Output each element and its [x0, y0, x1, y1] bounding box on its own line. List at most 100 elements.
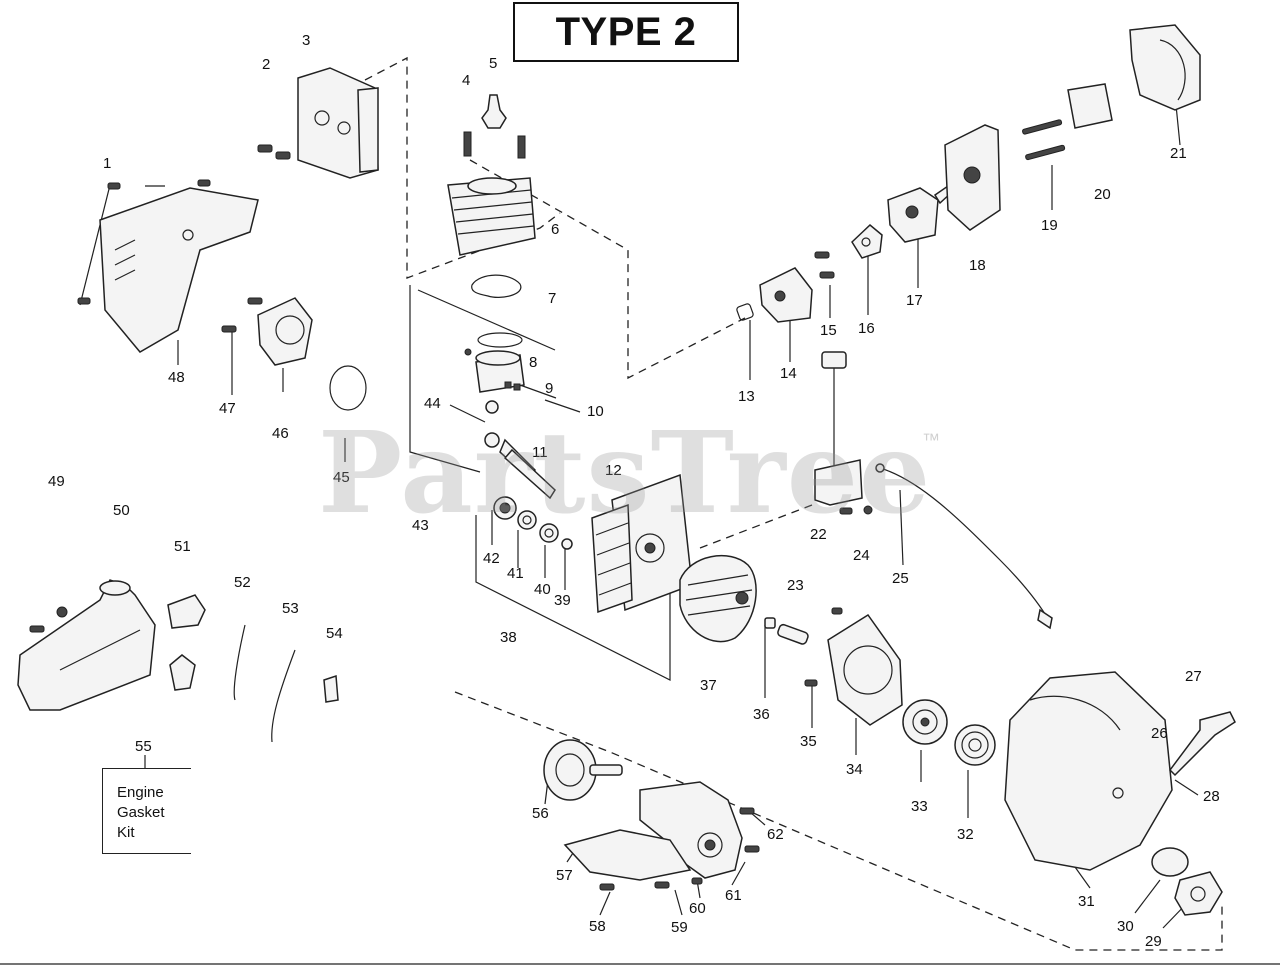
callout-35: 35 [800, 733, 817, 750]
leader-38 [475, 515, 671, 681]
assembly-guide-lines [364, 56, 1223, 951]
callout-24: 24 [853, 547, 870, 564]
callout-numbers: 1 2 3 4 5 6 7 8 9 10 11 12 13 14 15 16 1… [48, 32, 1220, 950]
callout-44: 44 [424, 395, 441, 412]
flywheel [679, 554, 757, 643]
callout-51: 51 [174, 538, 191, 555]
leader-1 [79, 184, 111, 306]
leader-61 [731, 861, 746, 886]
callout-12: 12 [605, 462, 622, 479]
callout-55: 55 [135, 738, 152, 755]
muffler-body [221, 297, 367, 411]
leader-59 [674, 889, 683, 916]
callout-52: 52 [234, 574, 251, 591]
callout-18: 18 [969, 257, 986, 274]
callout-62: 62 [767, 826, 784, 843]
guide-clutch-housing [454, 691, 1223, 951]
callout-59: 59 [671, 919, 688, 936]
piston-assembly [464, 332, 556, 500]
callout-9: 9 [545, 380, 553, 397]
callout-23: 23 [787, 577, 804, 594]
callout-22: 22 [810, 526, 827, 543]
callout-61: 61 [725, 887, 742, 904]
callout-3: 3 [302, 32, 310, 49]
callout-10: 10 [587, 403, 604, 420]
callout-37: 37 [700, 677, 717, 694]
callout-28: 28 [1203, 788, 1220, 805]
callout-33: 33 [911, 798, 928, 815]
callout-45: 45 [333, 469, 350, 486]
callout-2: 2 [262, 56, 270, 73]
kit-label-line-3: Kit [117, 824, 135, 841]
callout-13: 13 [738, 388, 755, 405]
callout-21: 21 [1170, 145, 1187, 162]
engine-gasket-kit-box: Engine Gasket Kit [102, 768, 191, 854]
callout-34: 34 [846, 761, 863, 778]
callout-19: 19 [1041, 217, 1058, 234]
callout-47: 47 [219, 400, 236, 417]
callout-39: 39 [554, 592, 571, 609]
callout-27: 27 [1185, 668, 1202, 685]
callout-4: 4 [462, 72, 470, 89]
callout-42: 42 [483, 550, 500, 567]
guide-muffler-cylinder [364, 56, 561, 279]
ignition-module [814, 351, 1053, 630]
callout-49: 49 [48, 473, 65, 490]
guide-cylinder-intake [469, 159, 746, 380]
callout-8: 8 [529, 354, 537, 371]
callout-56: 56 [532, 805, 549, 822]
callout-6: 6 [551, 221, 559, 238]
callout-5: 5 [489, 55, 497, 72]
callout-50: 50 [113, 502, 130, 519]
callout-26: 26 [1151, 725, 1168, 742]
cylinder [447, 94, 536, 298]
fuel-tank [17, 579, 339, 743]
leader-9 [519, 384, 557, 399]
callout-53: 53 [282, 600, 299, 617]
callout-1: 1 [103, 155, 111, 172]
callout-17: 17 [906, 292, 923, 309]
leader-43 [409, 285, 481, 473]
guide-ignition [699, 504, 813, 549]
callout-32: 32 [957, 826, 974, 843]
callout-57: 57 [556, 867, 573, 884]
callout-40: 40 [534, 581, 551, 598]
leader-8 [417, 289, 556, 351]
crankcase [591, 473, 693, 614]
leader-44 [449, 404, 486, 423]
callout-43: 43 [412, 517, 429, 534]
clutch-assembly [543, 739, 760, 891]
callout-38: 38 [500, 629, 517, 646]
callout-20: 20 [1094, 186, 1111, 203]
leader-28 [1174, 779, 1199, 796]
carburetor-assembly [736, 83, 1113, 323]
callout-58: 58 [589, 918, 606, 935]
callout-15: 15 [820, 322, 837, 339]
engine-shroud [77, 179, 259, 353]
callout-7: 7 [548, 290, 556, 307]
air-filter-cover [1129, 24, 1201, 111]
muffler-cover [257, 67, 379, 179]
callout-41: 41 [507, 565, 524, 582]
leader-10 [544, 399, 581, 413]
callout-30: 30 [1117, 918, 1134, 935]
callout-36: 36 [753, 706, 770, 723]
leader-58 [599, 891, 611, 916]
callout-29: 29 [1145, 933, 1162, 950]
callout-60: 60 [689, 900, 706, 917]
diagram-title: TYPE 2 [513, 2, 739, 62]
callout-25: 25 [892, 570, 909, 587]
leader-25 [899, 489, 904, 566]
kit-label-line-1: Engine [117, 784, 164, 801]
kit-label-line-2: Gasket [117, 804, 165, 821]
leader-lines [0, 94, 1280, 965]
leader-30 [1134, 879, 1161, 914]
callout-48: 48 [168, 369, 185, 386]
crankshaft-bearings [493, 496, 573, 550]
callout-16: 16 [858, 320, 875, 337]
callout-54: 54 [326, 625, 343, 642]
callout-31: 31 [1078, 893, 1095, 910]
callout-14: 14 [780, 365, 797, 382]
